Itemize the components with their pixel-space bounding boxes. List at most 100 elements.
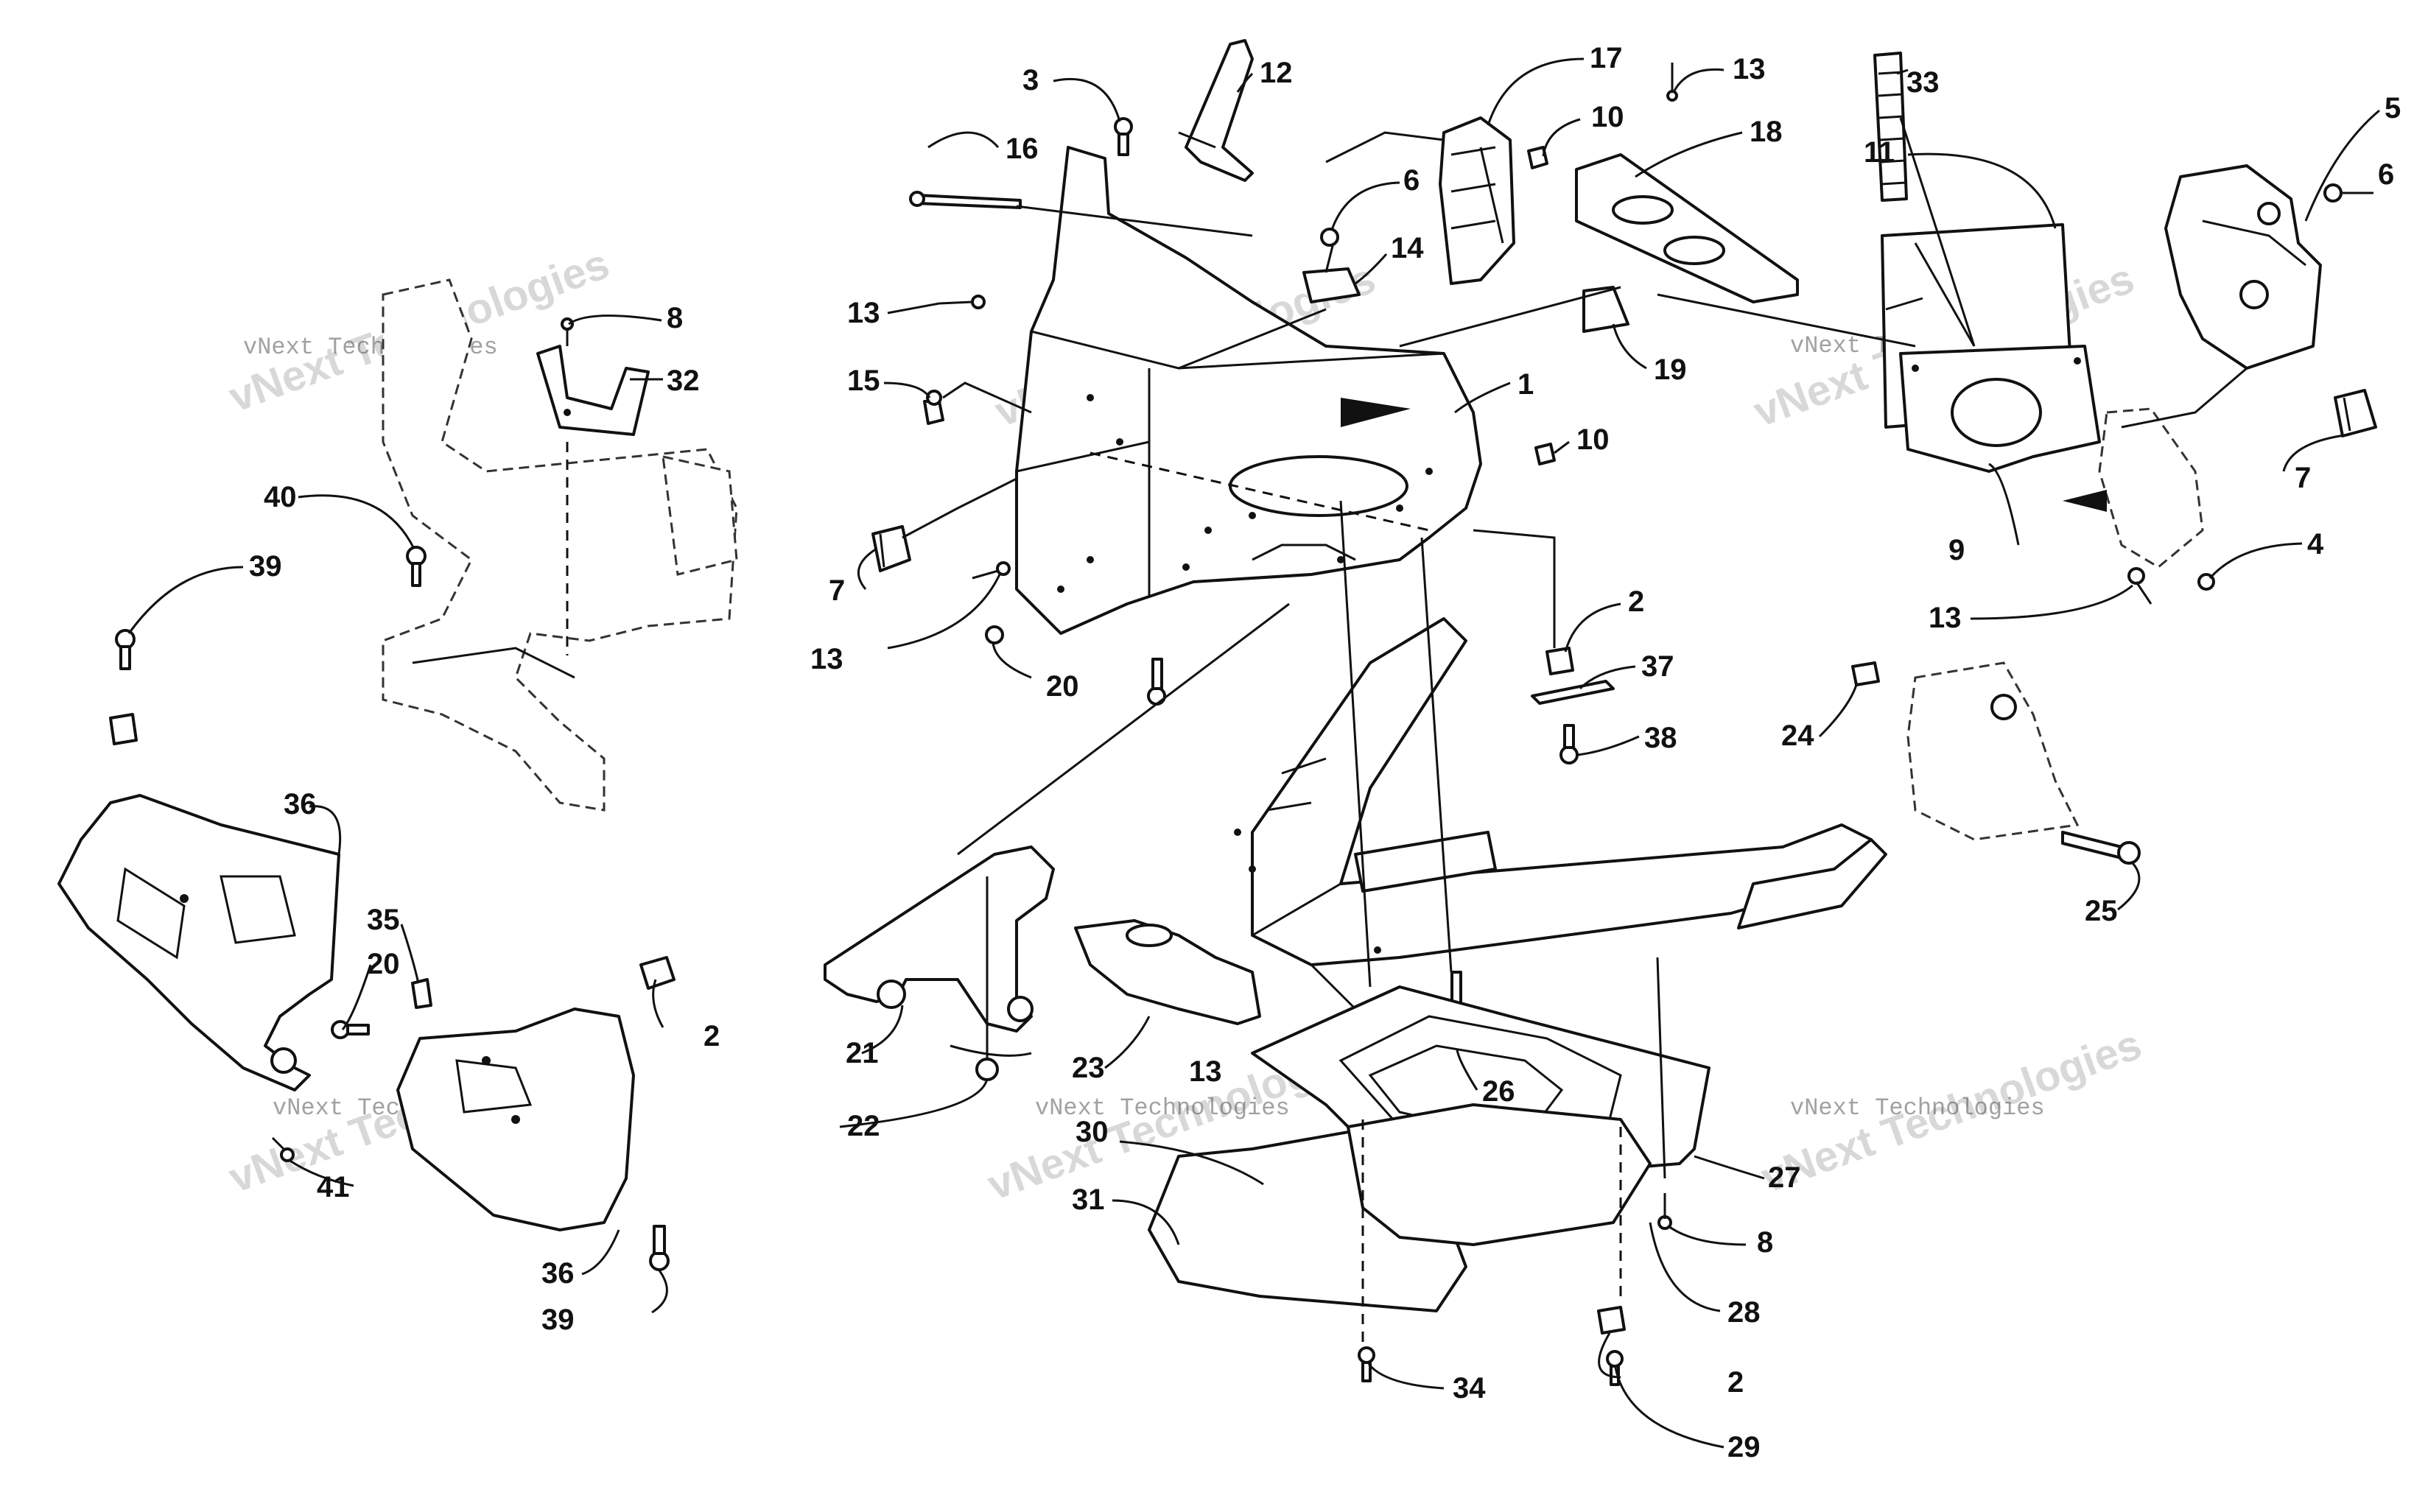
- callout-13: 13: [1929, 602, 1962, 634]
- callout-33: 33: [1906, 66, 1940, 99]
- callout-36: 36: [284, 788, 317, 820]
- part-6-bolt-right: [2323, 183, 2343, 203]
- part-5-mount-bracket: [2164, 164, 2322, 370]
- callout-28: 28: [1727, 1296, 1761, 1329]
- callout-21: 21: [846, 1037, 879, 1069]
- callout-25: 25: [2085, 895, 2118, 927]
- part-8-pin-bottom: [1657, 1193, 1672, 1230]
- part-35-clip: [411, 978, 432, 1009]
- callout-11: 11: [1864, 136, 1895, 169]
- callout-3: 3: [1022, 64, 1039, 96]
- callout-20: 20: [367, 948, 400, 980]
- part-7-rubber-block-right: [2334, 389, 2377, 437]
- part-3-bolt: [1114, 117, 1133, 156]
- part-19-gusset: [1582, 286, 1629, 333]
- part-24-nut: [1851, 661, 1880, 686]
- callout-32: 32: [667, 365, 700, 397]
- callout-39: 39: [249, 550, 282, 583]
- callout-17: 17: [1590, 42, 1623, 74]
- callout-1: 1: [1517, 368, 1534, 401]
- callout-31: 31: [1072, 1184, 1105, 1216]
- part-2-clip-left: [639, 956, 676, 990]
- part-39-bolt-upper: [109, 629, 138, 745]
- callout-6: 6: [2378, 158, 2394, 191]
- callout-4: 4: [2307, 528, 2324, 560]
- callout-40: 40: [264, 481, 297, 513]
- callout-6: 6: [1403, 164, 1420, 197]
- callout-5: 5: [2385, 92, 2401, 124]
- callout-2: 2: [704, 1020, 720, 1052]
- arrow-indicator-right: [2063, 490, 2107, 512]
- part-23-frame-mount: [1074, 919, 1261, 1025]
- callout-29: 29: [1727, 1431, 1761, 1463]
- callout-19: 19: [1654, 354, 1687, 386]
- part-8-pin: [561, 317, 574, 346]
- callout-20: 20: [1046, 670, 1079, 703]
- callout-13: 13: [810, 643, 843, 675]
- callout-30: 30: [1076, 1116, 1109, 1148]
- part-36-skid-plate-lower: [396, 1008, 635, 1231]
- callout-8: 8: [1757, 1226, 1773, 1259]
- part-2-clip-bottom: [1597, 1306, 1626, 1335]
- part-6-bolt-center: [1320, 228, 1339, 247]
- callout-8: 8: [667, 302, 683, 334]
- callout-22: 22: [847, 1110, 880, 1142]
- part-2-clip-center: [1545, 647, 1574, 675]
- part-17-vent: [1439, 116, 1515, 285]
- part-22-push-rivet: [975, 1058, 999, 1081]
- callout-41: 41: [317, 1171, 350, 1203]
- part-28-lower-plate: [1347, 1103, 1652, 1246]
- part-38-bolt: [1559, 724, 1579, 764]
- part-37-washer: [1531, 680, 1615, 705]
- arrow-indicator-left: [1341, 398, 1411, 427]
- part-33-foam-strip: [1873, 52, 1908, 202]
- watermark-text: vNext Technologies: [1790, 1094, 2045, 1122]
- part-25-bolt: [2061, 831, 2141, 865]
- callout-24: 24: [1781, 720, 1814, 752]
- callout-leaders: [127, 57, 2380, 1449]
- part-1-front-bulkhead: [1015, 146, 1482, 635]
- callout-10: 10: [1576, 423, 1610, 456]
- callout-39: 39: [541, 1304, 575, 1336]
- part-39-bolt-lower: [649, 1225, 670, 1271]
- part-15-fastener: [923, 390, 944, 425]
- callout-15: 15: [847, 365, 880, 397]
- part-10-nut-mid: [1534, 443, 1556, 465]
- part-20-bolt-left: [331, 1020, 370, 1039]
- main-frame-rails: [1234, 617, 1887, 1018]
- part-12-bracket: [1185, 39, 1254, 182]
- callout-34: 34: [1453, 1372, 1486, 1404]
- callout-27: 27: [1768, 1161, 1801, 1194]
- callout-23: 23: [1072, 1052, 1105, 1084]
- part-18-panel: [1575, 153, 1799, 303]
- part-34-screw: [1358, 1346, 1375, 1382]
- callout-7: 7: [829, 574, 845, 607]
- callout-14: 14: [1391, 232, 1424, 264]
- callout-9: 9: [1948, 534, 1965, 566]
- callout-18: 18: [1750, 116, 1783, 148]
- callout-16: 16: [1006, 133, 1039, 165]
- part-14-bracket: [1302, 267, 1361, 303]
- ghost-frame-outline: [382, 278, 738, 812]
- part-13-rivet-top: [1666, 63, 1678, 102]
- ghost-frame-rear-right: [1906, 661, 2080, 841]
- alignment-lines: [566, 117, 2248, 1348]
- callout-13: 13: [1733, 53, 1766, 85]
- part-13-rivet-right: [2127, 567, 2152, 605]
- callout-2: 2: [1727, 1366, 1744, 1399]
- part-36-skid-plate-upper: [57, 794, 340, 1091]
- callout-10: 10: [1591, 101, 1624, 133]
- part-13-rivet-mid: [972, 561, 1011, 580]
- part-16-long-bolt: [909, 191, 1022, 209]
- part-10-nut-top: [1527, 146, 1548, 169]
- callout-36: 36: [541, 1257, 575, 1290]
- callout-35: 35: [367, 904, 400, 936]
- part-32-bracket: [536, 345, 650, 436]
- callout-26: 26: [1482, 1075, 1515, 1108]
- callout-7: 7: [2295, 462, 2311, 494]
- part-13-rivet-upper: [938, 295, 986, 309]
- watermark-text: vNext Technologies: [1035, 1094, 1290, 1122]
- part-41-screw: [271, 1136, 295, 1162]
